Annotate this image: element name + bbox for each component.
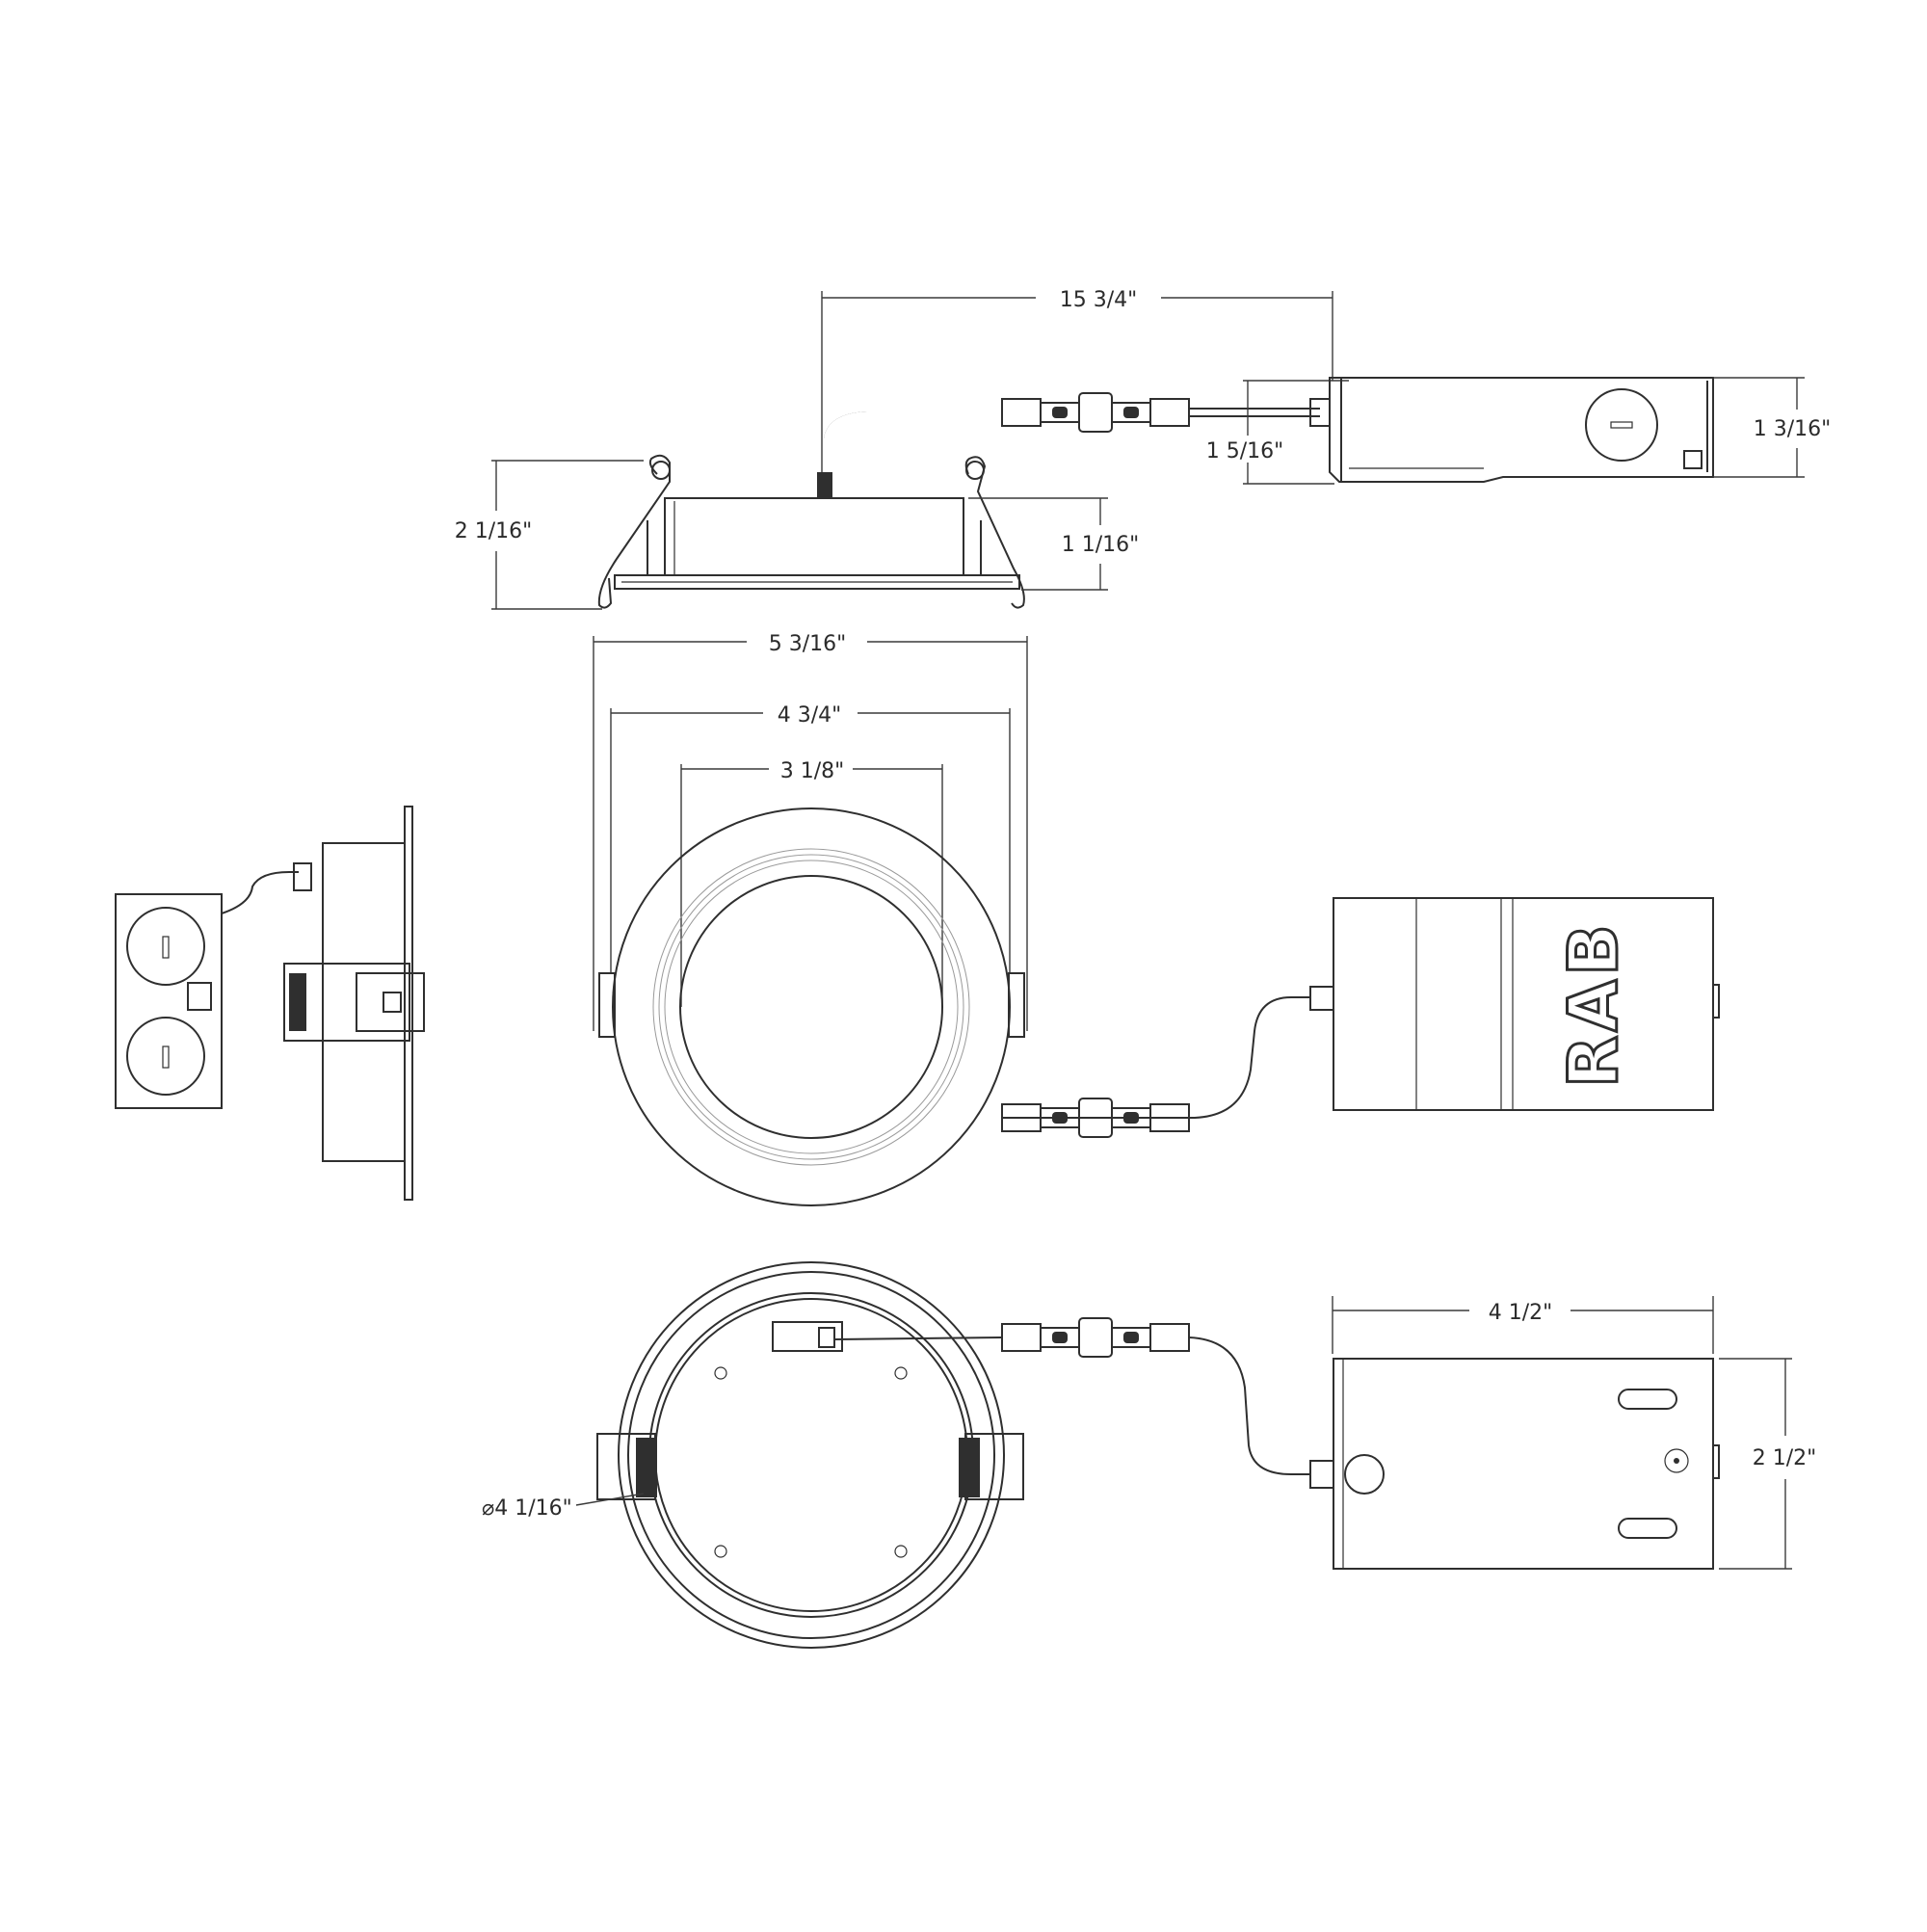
- aperture-diameter-dimension: 3 1/8": [680, 759, 943, 1007]
- trim-ring: [598, 807, 1025, 1206]
- fixture-body-side: [597, 454, 1025, 609]
- driver-width-label: 2 1/2": [1753, 1446, 1817, 1470]
- body-diameter-label: 4 3/4": [778, 703, 842, 728]
- driver-length-label: 4 1/2": [1489, 1301, 1553, 1325]
- body-height-dimension: 1 1/16": [968, 497, 1140, 591]
- body-diameter-dimension: 4 3/4": [610, 703, 1011, 973]
- aperture-diameter-label: 3 1/8": [780, 759, 845, 783]
- back-view: ⌀4 1/16" 4 1/2" 2 1/2": [482, 1261, 1817, 1649]
- left-side-view: [115, 806, 425, 1201]
- front-view: 5 3/16" 4 3/4" 3 1/8": [593, 632, 1720, 1206]
- driver-box-top: [1333, 1358, 1720, 1570]
- clip-height-dimension: 2 1/16": [455, 460, 644, 610]
- body-height-label: 1 1/16": [1062, 533, 1140, 557]
- cutout-diameter-label: ⌀4 1/16": [482, 1496, 572, 1521]
- overall-length-dimension: 15 3/4": [821, 288, 1333, 482]
- trim-diameter-label: 5 3/16": [769, 632, 847, 656]
- cutout-diameter-dimension: ⌀4 1/16": [482, 1493, 645, 1521]
- driver-width-dimension: 2 1/2": [1719, 1358, 1817, 1570]
- connector-height-dimension: 1 5/16": [1206, 380, 1349, 485]
- side-view: 15 3/4": [455, 288, 1832, 610]
- overall-length-label: 15 3/4": [1060, 288, 1138, 312]
- clip-height-label: 2 1/16": [455, 519, 533, 543]
- connector-height-label: 1 5/16": [1206, 439, 1284, 463]
- driver-height-label: 1 3/16": [1754, 417, 1832, 441]
- driver-length-dimension: 4 1/2": [1332, 1296, 1714, 1354]
- front-cable: [1001, 986, 1334, 1138]
- driver-box-side: 1 3/16": [1329, 377, 1832, 483]
- driver-box-front: RAB: [1333, 897, 1720, 1111]
- trim-diameter-dimension: 5 3/16": [593, 632, 1028, 1031]
- logo-text: RAB: [1554, 920, 1633, 1087]
- side-cable: [824, 392, 1331, 472]
- rab-logo: RAB: [1553, 919, 1635, 1089]
